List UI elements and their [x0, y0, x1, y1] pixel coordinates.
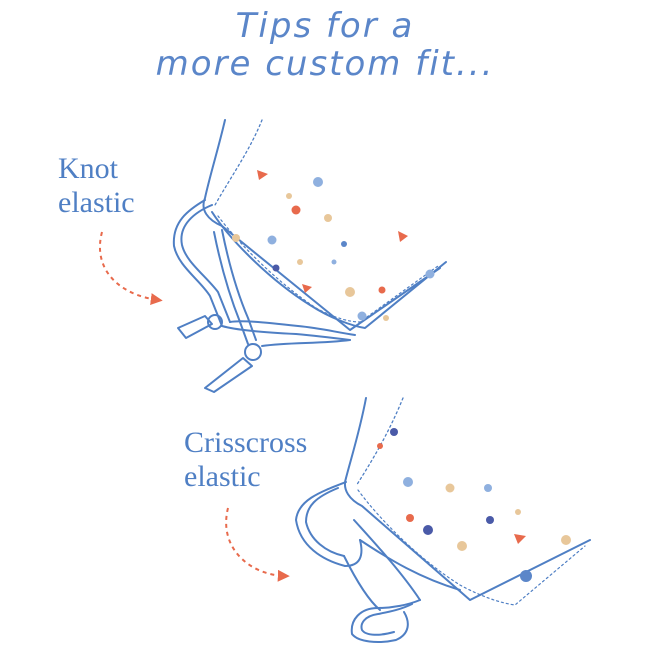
knot-label-line-2: elastic	[58, 186, 135, 219]
page-title-line-2: more custom fit...	[155, 44, 495, 84]
mask-crisscross-illustration	[295, 397, 591, 643]
knot-label-line-1: Knot	[58, 152, 118, 185]
crisscross-elastic-label: Crisscross elastic	[184, 426, 307, 494]
mask-knot-illustration	[172, 119, 447, 393]
dashed-arrow-icon	[225, 507, 290, 582]
mask-knot-confetti	[232, 170, 435, 321]
dashed-arrow-icon	[99, 231, 163, 306]
mask-crisscross-confetti	[377, 428, 571, 582]
page-title-line-1: Tips for a	[235, 6, 415, 46]
crisscross-label-line-1: Crisscross	[184, 426, 308, 459]
crisscross-label-line-2: elastic	[184, 460, 261, 493]
knot-elastic-label: Knot elastic	[58, 152, 135, 220]
